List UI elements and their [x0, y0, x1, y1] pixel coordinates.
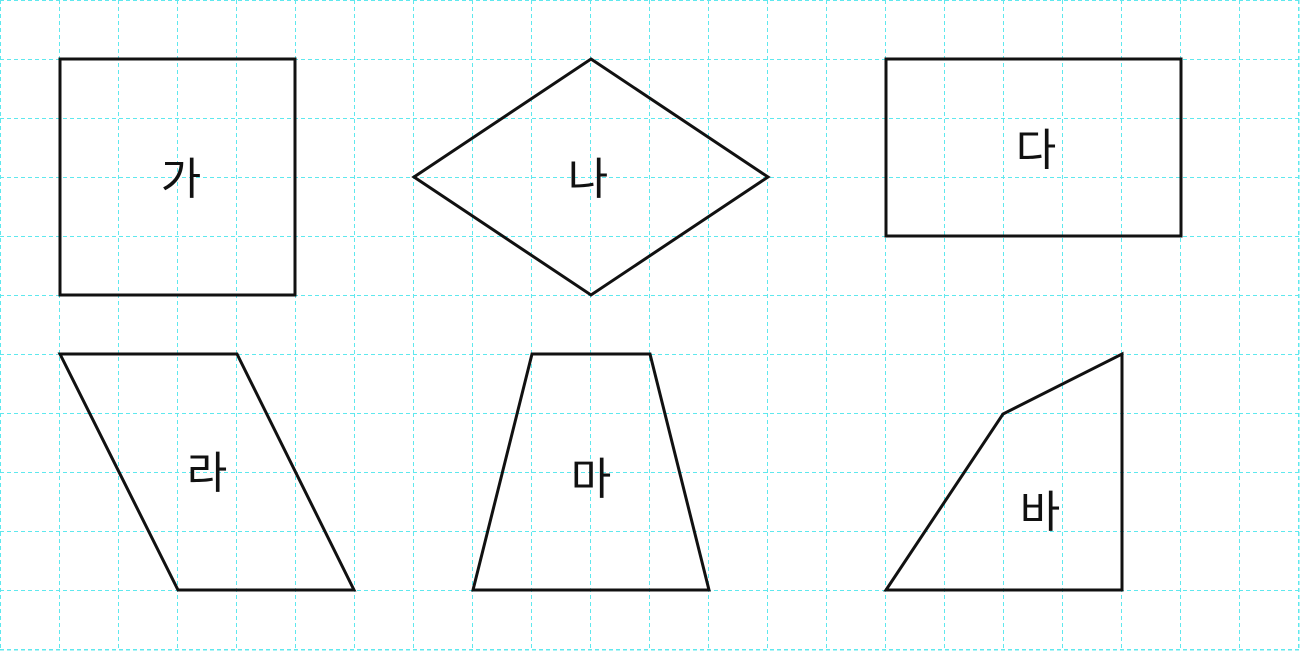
shape-na-outline	[411, 57, 771, 297]
shape-ma-label: 마	[571, 454, 611, 505]
shape-da-label: 다	[1016, 125, 1056, 176]
shape-ra-label: 라	[187, 448, 227, 499]
shape-ba-label: 바	[1020, 487, 1060, 538]
shape-ga-label: 가	[161, 154, 201, 205]
shape-ma: 마	[471, 352, 711, 592]
shape-ga: 가	[58, 57, 297, 297]
shape-da-outline	[884, 57, 1183, 238]
shape-ra-outline	[57, 352, 357, 592]
shape-na-label: 나	[568, 154, 608, 205]
shape-ga-outline	[58, 57, 297, 297]
shape-na: 나	[411, 57, 771, 297]
shape-ma-outline	[471, 352, 711, 592]
shape-ba: 바	[883, 351, 1124, 592]
shape-da: 다	[884, 57, 1183, 238]
shape-ra: 라	[57, 352, 357, 592]
shape-ba-outline	[883, 351, 1124, 592]
